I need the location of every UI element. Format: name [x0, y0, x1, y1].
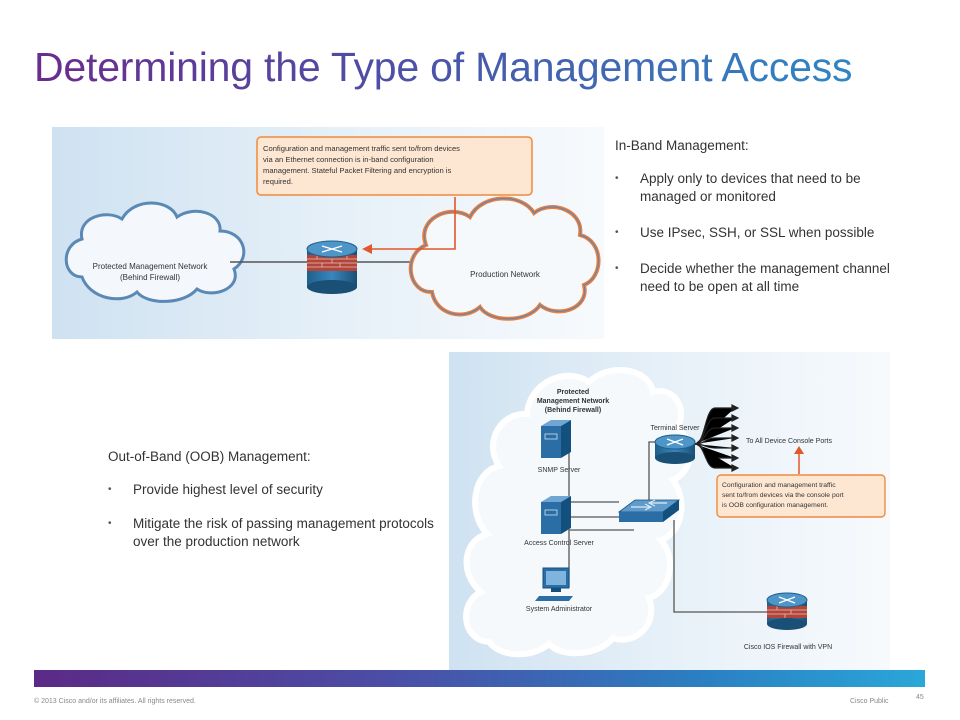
system-administrator-label: System Administrator — [526, 606, 593, 613]
oob-cloud-line-3: (Behind Firewall) — [545, 407, 601, 414]
production-network-cloud: Production Network — [408, 196, 601, 321]
inband-callout-line-4: required. — [263, 177, 293, 186]
inband-callout-arrow — [362, 197, 456, 254]
access-control-server-label: Access Control Server — [524, 540, 594, 547]
oob-heading: Out-of-Band (OOB) Management: — [108, 449, 311, 464]
snmp-server-icon: SNMP Server — [538, 420, 581, 474]
oob-callout: Configuration and management traffic sen… — [716, 474, 886, 518]
oob-callout-arrow — [794, 446, 804, 474]
console-port-arrows — [694, 404, 740, 472]
oob-cloud-line-1: Protected — [557, 389, 589, 396]
ios-firewall-label: Cisco IOS Firewall with VPN — [744, 644, 832, 651]
inband-bullet-list: Apply only to devices that need to be ma… — [615, 170, 915, 296]
inband-callout-line-1: Configuration and management traffic sen… — [263, 144, 460, 153]
console-ports-label: To All Device Console Ports — [746, 438, 832, 445]
protected-management-cloud: Protected Management Network (Behind Fir… — [64, 201, 246, 303]
oob-protected-cloud: Protected Management Network (Behind Fir… — [463, 366, 694, 658]
oob-callout-line-3: is OOB configuration management. — [722, 502, 828, 509]
footer-copyright: © 2013 Cisco and/or its affiliates. All … — [34, 698, 196, 705]
access-control-server-icon: Access Control Server — [524, 496, 594, 547]
inband-diagram: Protected Management Network (Behind Fir… — [52, 127, 604, 339]
footer-gradient-bar — [34, 670, 925, 687]
oob-callout-line-1: Configuration and management traffic — [722, 482, 836, 489]
protected-cloud-line-2: (Behind Firewall) — [120, 273, 180, 282]
protected-cloud-line-1: Protected Management Network — [93, 262, 209, 271]
snmp-server-label: SNMP Server — [538, 467, 581, 474]
switch-icon — [617, 499, 681, 522]
oob-callout-line-2: sent to/from devices via the console por… — [722, 492, 844, 499]
inband-bullet-3: Decide whether the management channel ne… — [615, 260, 915, 296]
footer-classification: Cisco Public — [850, 698, 889, 705]
inband-bullet-2: Use IPsec, SSH, or SSL when possible — [615, 224, 915, 242]
inband-callout-line-3: management. Stateful Packet Filtering an… — [263, 166, 451, 175]
ios-firewall-router-icon: Cisco IOS Firewall with VPN — [744, 592, 832, 651]
inband-bullet-1: Apply only to devices that need to be ma… — [615, 170, 915, 206]
inband-management-block: In-Band Management: Apply only to device… — [615, 138, 915, 314]
inband-callout: Configuration and management traffic sen… — [256, 136, 533, 196]
inband-callout-line-2: via an Ethernet connection is in-band co… — [263, 155, 434, 164]
oob-management-block: Out-of-Band (OOB) Management: Provide hi… — [108, 449, 448, 567]
terminal-server-icon: Terminal Server — [650, 425, 700, 464]
oob-diagram: Protected Management Network (Behind Fir… — [449, 352, 890, 670]
production-cloud-label: Production Network — [470, 270, 541, 279]
oob-bullet-list: Provide highest level of security Mitiga… — [108, 481, 448, 551]
oob-bullet-2: Mitigate the risk of passing management … — [108, 515, 448, 551]
terminal-server-label: Terminal Server — [650, 425, 700, 432]
inband-heading: In-Band Management: — [615, 138, 749, 153]
router-firewall-icon — [306, 240, 358, 294]
oob-cloud-line-2: Management Network — [537, 398, 609, 405]
oob-bullet-1: Provide highest level of security — [108, 481, 448, 499]
page-title: Determining the Type of Management Acces… — [34, 44, 853, 90]
system-administrator-icon: System Administrator — [526, 567, 593, 613]
page-number: 45 — [916, 694, 924, 701]
